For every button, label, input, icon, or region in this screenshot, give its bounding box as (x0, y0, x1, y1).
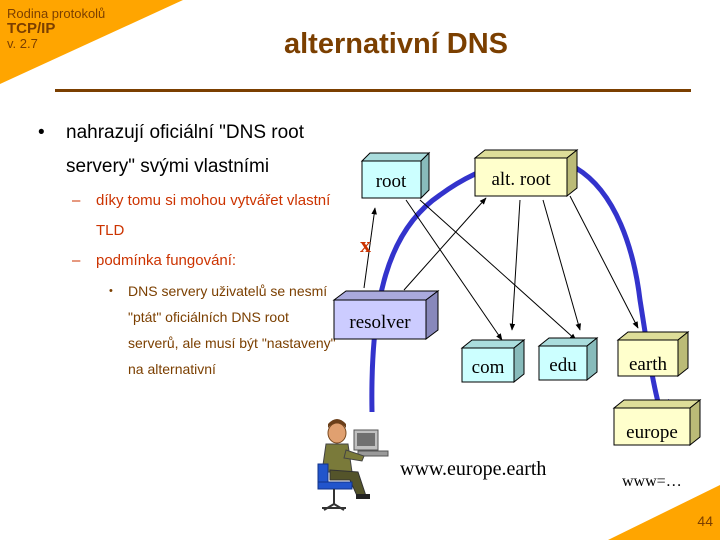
arrow-root-com (405, 199, 503, 341)
bullet-sub-1-text: díky tomu si mohou vytvářet vlastní TLD (96, 192, 331, 239)
answer-caption: www=… (622, 473, 682, 490)
node-resolver: resolver (332, 290, 440, 340)
bullet-subsub: • DNS servery uživatelů se nesmí "ptát" … (38, 278, 338, 382)
user-at-computer-icon (317, 419, 389, 511)
node-root: root (360, 151, 431, 200)
series-line-1: Rodina protokolů (7, 6, 106, 21)
node-resolver-label: resolver (349, 312, 411, 333)
arrow-root-edu (419, 199, 577, 341)
node-edu-label: edu (549, 355, 577, 376)
query-arrows (363, 195, 639, 341)
arrow-resolver-root (363, 207, 377, 289)
blocked-mark: x (360, 232, 371, 257)
arrow-alt-root-earth (569, 195, 639, 329)
series-line-2: TCP/IP (7, 20, 56, 37)
node-alt-root-label: alt. root (491, 169, 551, 190)
series-version: v. 2.7 (7, 36, 38, 51)
node-alt-root: alt. root (473, 148, 579, 198)
corner-decoration-top-left (0, 0, 183, 84)
arrow-alt-root-edu (542, 199, 581, 331)
bullet-subsub-text: DNS servery uživatelů se nesmí "ptát" of… (128, 283, 336, 377)
page-number: 44 (697, 513, 713, 529)
node-root-label: root (376, 171, 407, 192)
title-divider (55, 89, 691, 92)
arrow-alt-root-com (509, 199, 521, 331)
node-earth-label: earth (629, 354, 667, 375)
series-label: Rodina protokolů TCP/IP v. 2.7 (7, 6, 105, 51)
bullet-dash-icon: – (72, 192, 81, 209)
node-earth: earth (616, 330, 690, 378)
bullet-sub-2-text: podmínka fungování: (96, 252, 237, 269)
corner-decoration-bottom-right (608, 485, 720, 540)
arrow-resolver-alt-root (403, 197, 487, 291)
page-title: alternativní DNS (284, 28, 508, 60)
node-com-label: com (472, 357, 505, 378)
node-edu: edu (537, 336, 599, 382)
bullet-sub-1: – díky tomu si mohou vytvářet vlastní TL… (38, 186, 338, 246)
bullet-dot-icon: • (38, 122, 45, 143)
query-caption: www.europe.earth (400, 458, 546, 480)
bullet-dash-icon: – (72, 252, 81, 269)
node-com: com (460, 338, 526, 384)
bullet-dot-icon: • (109, 285, 113, 297)
bullet-list: • nahrazují oficiální "DNS root servery"… (38, 116, 338, 382)
bullet-main: • nahrazují oficiální "DNS root servery"… (38, 116, 338, 184)
bullet-sub-2: – podmínka fungování: (38, 246, 338, 276)
node-europe: europe (612, 398, 702, 447)
node-europe-label: europe (626, 422, 678, 443)
bullet-main-text: nahrazují oficiální "DNS root servery" s… (66, 122, 305, 177)
